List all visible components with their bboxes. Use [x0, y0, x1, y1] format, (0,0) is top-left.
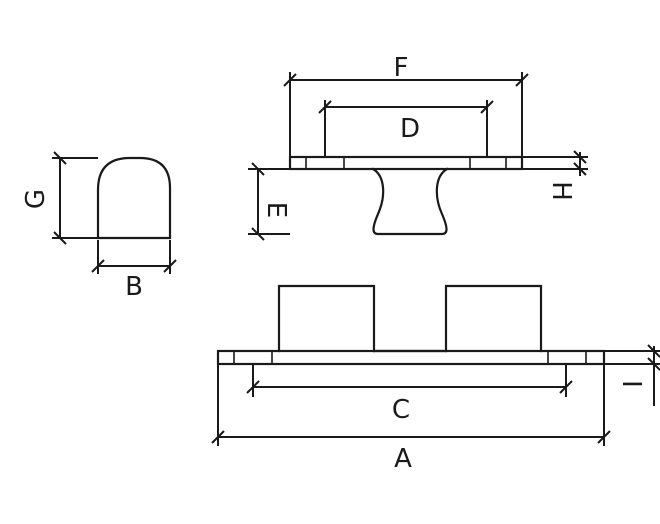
label-d: D	[400, 114, 420, 144]
dimension-f: F	[283, 53, 529, 157]
label-c: C	[392, 395, 410, 425]
castellated-body	[277, 284, 543, 353]
label-a: A	[394, 444, 412, 474]
top-view: F D E H	[248, 53, 588, 241]
base-plate	[216, 349, 606, 366]
dimension-i: I	[604, 344, 660, 406]
label-g: G	[21, 189, 51, 209]
dimension-g: G	[21, 151, 98, 245]
label-f: F	[394, 53, 409, 83]
label-e: E	[261, 202, 291, 218]
cross-section-view: G B	[21, 151, 177, 302]
label-h: H	[546, 181, 576, 201]
dimension-d: D	[318, 100, 494, 157]
label-i: I	[616, 380, 646, 388]
dimension-a: A	[211, 364, 611, 474]
side-view: C A I	[211, 284, 660, 474]
label-b: B	[125, 272, 143, 302]
dimension-h: H	[522, 150, 588, 201]
flange-plate	[288, 155, 524, 171]
profile-section	[96, 156, 172, 240]
dimension-e: E	[248, 162, 291, 241]
dimension-c: C	[246, 364, 573, 425]
stem-profile	[371, 167, 449, 236]
dimension-b: B	[91, 240, 177, 302]
